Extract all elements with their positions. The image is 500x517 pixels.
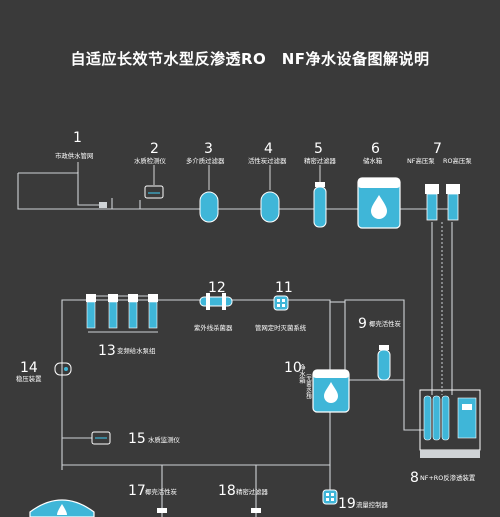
coconut-carbon-filter-17: 17 椰壳活性炭: [128, 483, 178, 513]
label-number-2: 2: [150, 141, 159, 157]
label-carbon-filter: 活性炭过滤器: [248, 156, 287, 165]
label-nf-ro-unit: NF+RO反渗透装置: [420, 473, 476, 482]
label-storage-tank: 储水箱: [363, 156, 383, 165]
label-number-4: 4: [264, 141, 273, 157]
label-clean-tank-sub: （无菌水箱）: [305, 370, 312, 403]
water-quality-tester: 2 水质检测仪: [134, 141, 167, 199]
precision-filter: 5 精密过滤器: [304, 141, 337, 228]
label-flow-controller: 流量控制器: [356, 500, 389, 509]
label-number-13: 13: [98, 343, 116, 359]
sterilization-system: 11 管网定时灭菌系统: [255, 280, 307, 332]
clean-water-tank: 10 净水箱 （无菌水箱）: [284, 360, 350, 413]
label-water-tester: 水质检测仪: [134, 156, 167, 165]
carbon-filter: 4 活性炭过滤器: [248, 141, 287, 223]
label-number-18: 18: [218, 483, 236, 499]
outlet-tank: [29, 499, 95, 517]
high-pressure-pumps: 7 NF高压泵 RO高压泵: [407, 141, 472, 221]
label-coconut-carbon-17: 椰壳活性炭: [145, 487, 178, 496]
label-multimedia-filter: 多介质过滤器: [186, 156, 225, 165]
label-number-3: 3: [204, 141, 213, 157]
label-number-15: 15: [128, 431, 146, 447]
label-ro-pump: RO高压泵: [443, 156, 472, 165]
label-number-1: 1: [73, 130, 82, 146]
label-stabilizer: 稳压装置: [16, 374, 42, 383]
label-uv-sterilizer: 紫外线杀菌器: [194, 323, 233, 332]
water-monitor: 15 水质监测仪: [91, 431, 181, 447]
label-number-12: 12: [208, 280, 226, 296]
nf-ro-unit: 8 NF+RO反渗透装置: [410, 389, 481, 486]
multimedia-filter: 3 多介质过滤器: [186, 141, 225, 223]
label-precision-filter: 精密过滤器: [304, 156, 337, 165]
label-number-19: 19: [338, 496, 356, 512]
label-number-11: 11: [275, 280, 293, 296]
storage-tank: 6 储水箱: [357, 141, 401, 229]
label-pump-group: 变频给水泵组: [117, 346, 156, 355]
label-number-8: 8: [410, 470, 419, 486]
pump-group: 13 变频给水泵组: [86, 294, 158, 359]
label-clean-tank: 净水箱: [298, 363, 306, 385]
water-drop-icon: [324, 382, 338, 403]
coconut-carbon-filter-9: 9 椰壳活性炭: [358, 316, 402, 381]
diagram-title: 自适应长效节水型反渗透RO NF净水设备图解说明: [70, 50, 430, 68]
label-sterilization: 管网定时灭菌系统: [255, 323, 307, 332]
label-number-6: 6: [371, 141, 380, 157]
label-coconut-carbon-9: 椰壳活性炭: [369, 319, 402, 328]
label-number-9: 9: [358, 316, 367, 332]
uv-sterilizer: 12 紫外线杀菌器: [194, 280, 233, 332]
label-number-10: 10: [284, 360, 302, 376]
label-municipal-supply: 市政供水管网: [55, 151, 93, 160]
water-drop-icon: [371, 195, 387, 219]
label-monitor: 水质监测仪: [148, 435, 181, 444]
label-precision-filter-18: 精密过滤器: [236, 487, 269, 496]
label-number-5: 5: [314, 141, 323, 157]
label-number-7: 7: [433, 141, 442, 157]
water-drop-icon: [57, 504, 67, 515]
flow-controller: 19 流量控制器: [322, 489, 389, 512]
municipal-supply-node: 1 市政供水管网: [55, 130, 107, 208]
precision-filter-18: 18 精密过滤器: [218, 483, 269, 513]
pressure-stabilizer: 14 稳压装置: [16, 360, 72, 383]
label-nf-pump: NF高压泵: [407, 156, 435, 165]
label-number-17: 17: [128, 483, 146, 499]
label-number-14: 14: [20, 360, 38, 376]
